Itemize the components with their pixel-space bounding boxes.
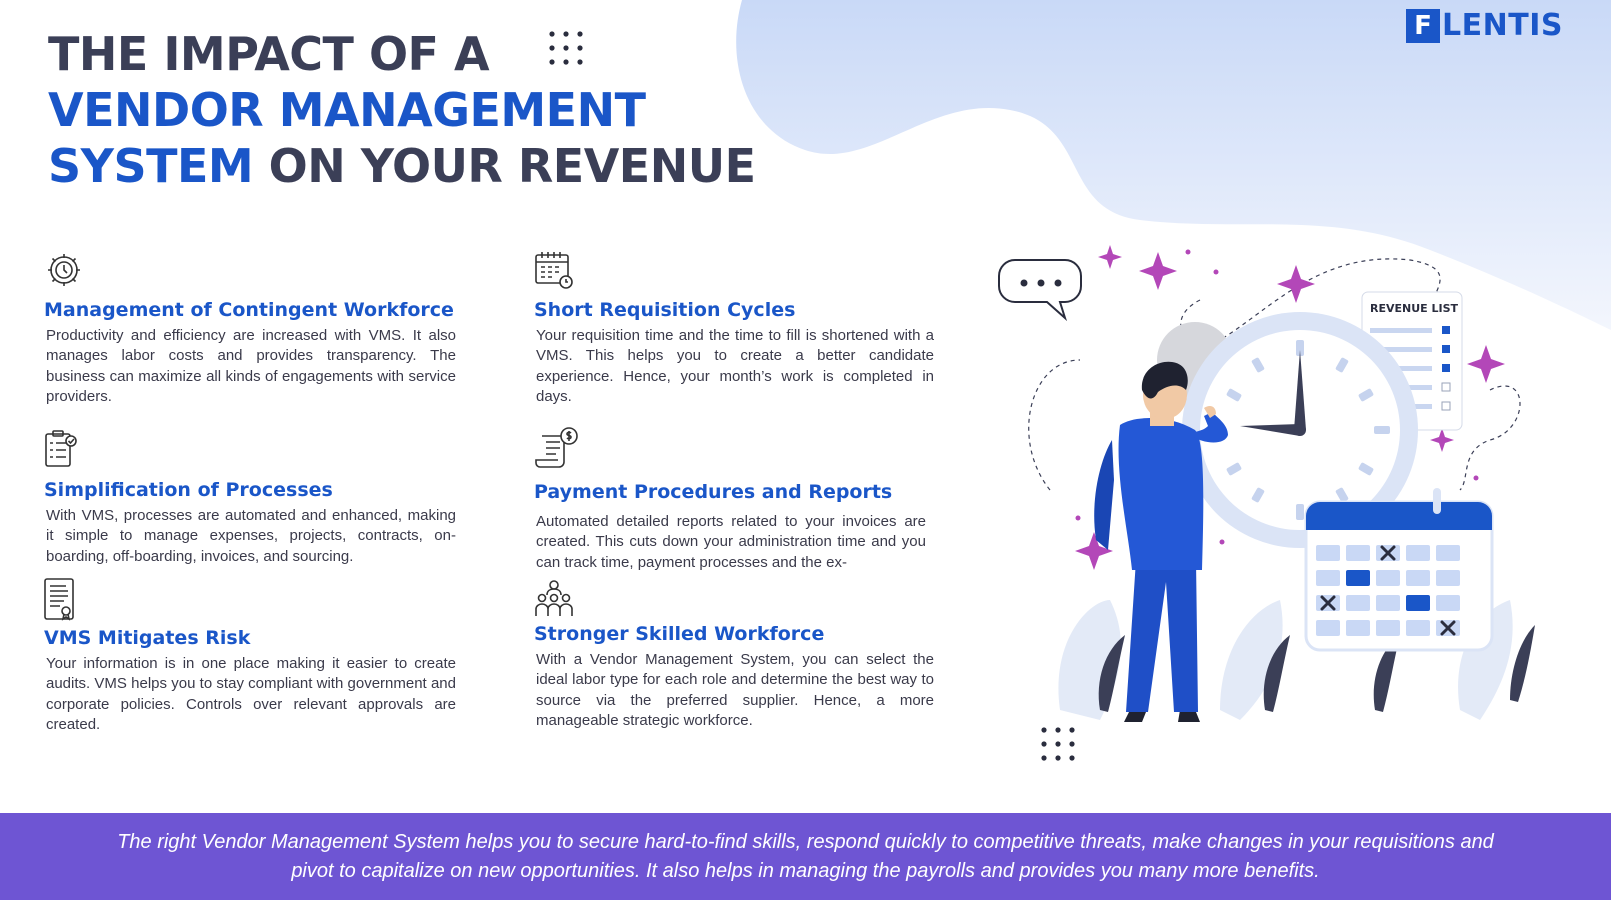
calendar-clock-icon xyxy=(535,252,573,289)
footer-banner: The right Vendor Management System helps… xyxy=(0,813,1611,900)
title-line-2: VENDOR MANAGEMENT xyxy=(48,83,646,137)
feature-contingent-workforce: Management of Contingent Workforce Produ… xyxy=(44,250,456,408)
sparkle-decorations xyxy=(1075,245,1505,570)
feature-title: Simplification of Processes xyxy=(44,479,333,501)
feature-title: Stronger Skilled Workforce xyxy=(534,623,825,645)
footer-text: The right Vendor Management System helps… xyxy=(117,830,1494,882)
team-icon xyxy=(535,580,573,616)
feature-mitigates-risk: VMS Mitigates Risk Your information is i… xyxy=(44,578,456,736)
title-line-3-blue: SYSTEM xyxy=(48,139,254,193)
clock-icon xyxy=(1182,312,1418,548)
invoice-dollar-icon xyxy=(535,427,578,468)
feature-text: With a Vendor Management System, you can… xyxy=(536,651,934,730)
feature-simplification: Simplification of Processes With VMS, pr… xyxy=(44,430,456,567)
feature-payment-procedures: Payment Procedures and Reports Automated… xyxy=(534,426,926,573)
speech-bubble-icon xyxy=(998,259,1082,322)
logo-wordmark: LENTIS xyxy=(1442,8,1563,43)
feature-requisition-cycles: Short Requisition Cycles Your requisitio… xyxy=(534,250,934,408)
logo-badge: F xyxy=(1406,8,1441,43)
feature-text: Automated detailed reports related to yo… xyxy=(536,513,926,571)
document-seal-icon xyxy=(44,578,74,621)
flentis-logo[interactable]: F LENTIS xyxy=(1406,8,1563,43)
feature-title: Management of Contingent Workforce xyxy=(44,299,454,321)
dot-grid-decoration xyxy=(549,31,583,65)
gear-clock-icon xyxy=(48,254,80,286)
feature-title: Payment Procedures and Reports xyxy=(534,481,893,503)
feature-skilled-workforce: Stronger Skilled Workforce With a Vendor… xyxy=(534,578,934,732)
title-line-3-dark: ON YOUR REVENUE xyxy=(253,139,756,193)
feature-title: Short Requisition Cycles xyxy=(534,299,796,321)
title-line-1: THE IMPACT OF A xyxy=(48,27,490,81)
checklist-icon xyxy=(45,430,77,467)
feature-text: Productivity and efficiency are increase… xyxy=(46,327,456,406)
calendar-icon xyxy=(1304,488,1494,652)
page-title: THE IMPACT OF A VENDOR MANAGEMENT SYSTEM… xyxy=(48,26,756,194)
feature-text: Your requisition time and the time to fi… xyxy=(536,327,934,406)
businessman-clock-illustration: REVENUE LIST xyxy=(998,245,1535,722)
dot-grid-decoration-bottom xyxy=(1041,727,1075,761)
businessman-figure xyxy=(1094,361,1228,722)
feature-title: VMS Mitigates Risk xyxy=(44,627,251,649)
feature-text: With VMS, processes are automated and en… xyxy=(46,507,456,565)
revenue-list-label: REVENUE LIST xyxy=(1370,302,1459,315)
feature-text: Your information is in one place making … xyxy=(46,655,456,734)
